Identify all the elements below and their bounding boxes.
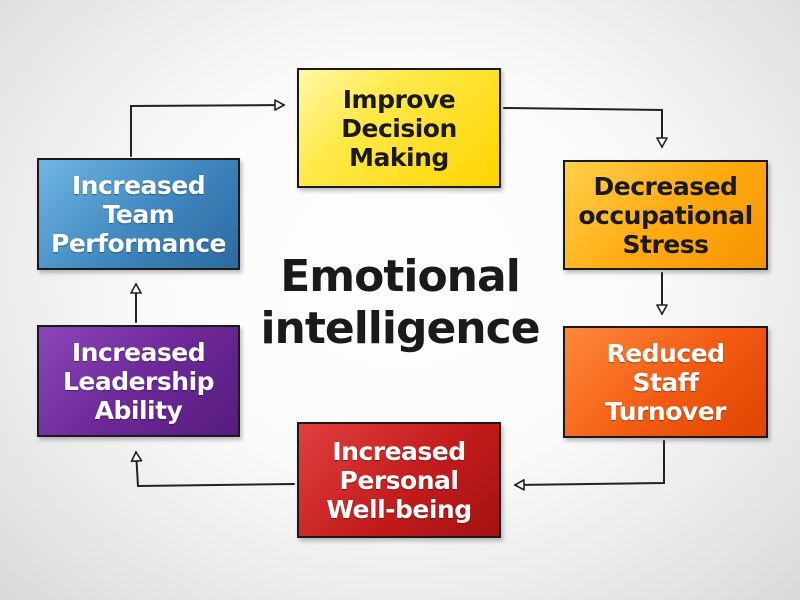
box-text-line: Performance (51, 228, 226, 258)
box-text-line: Staff (632, 367, 699, 397)
box-text-line: Increased (71, 170, 206, 200)
box-text-line: Well-being (326, 494, 472, 524)
box-text-line: occupational (578, 200, 753, 230)
box-text-line: Team (102, 199, 175, 229)
leadership-ability-box: Increased Leadership Ability (37, 325, 240, 437)
personal-well-being-box: Increased Personal Well-being (297, 422, 501, 538)
box-text-line: Ability (94, 395, 183, 425)
box-text-line: Making (349, 142, 449, 172)
box-text-line: Reduced (606, 338, 725, 368)
box-text-line: Turnover (605, 396, 727, 426)
team-performance-box: Increased Team Performance (37, 158, 240, 270)
arrow-wellbeing-to-leadership (130, 451, 295, 488)
box-text-line: Personal (339, 465, 459, 495)
box-text-line: Stress (622, 229, 709, 259)
central-topic-line: Emotional (280, 251, 521, 302)
box-text-line: Leadership (62, 366, 215, 396)
box-text-line: Increased (332, 436, 466, 466)
arrow-improve-to-stress (503, 107, 668, 148)
arrow-team-to-improve (130, 99, 285, 157)
box-text-line: Decreased (593, 171, 738, 201)
arrow-turnover-to-wellbeing (514, 440, 665, 491)
improve-decision-making-box: Improve Decision Making (297, 68, 501, 188)
box-text-line: Improve (342, 84, 456, 114)
central-topic-line: intelligence (260, 303, 540, 354)
reduced-staff-turnover-box: Reduced Staff Turnover (563, 326, 768, 438)
box-text-line: Decision (341, 113, 457, 143)
box-text-line: Increased (71, 337, 206, 367)
decreased-stress-box: Decreased occupational Stress (563, 160, 768, 270)
central-topic: Emotional intelligence (250, 238, 550, 368)
